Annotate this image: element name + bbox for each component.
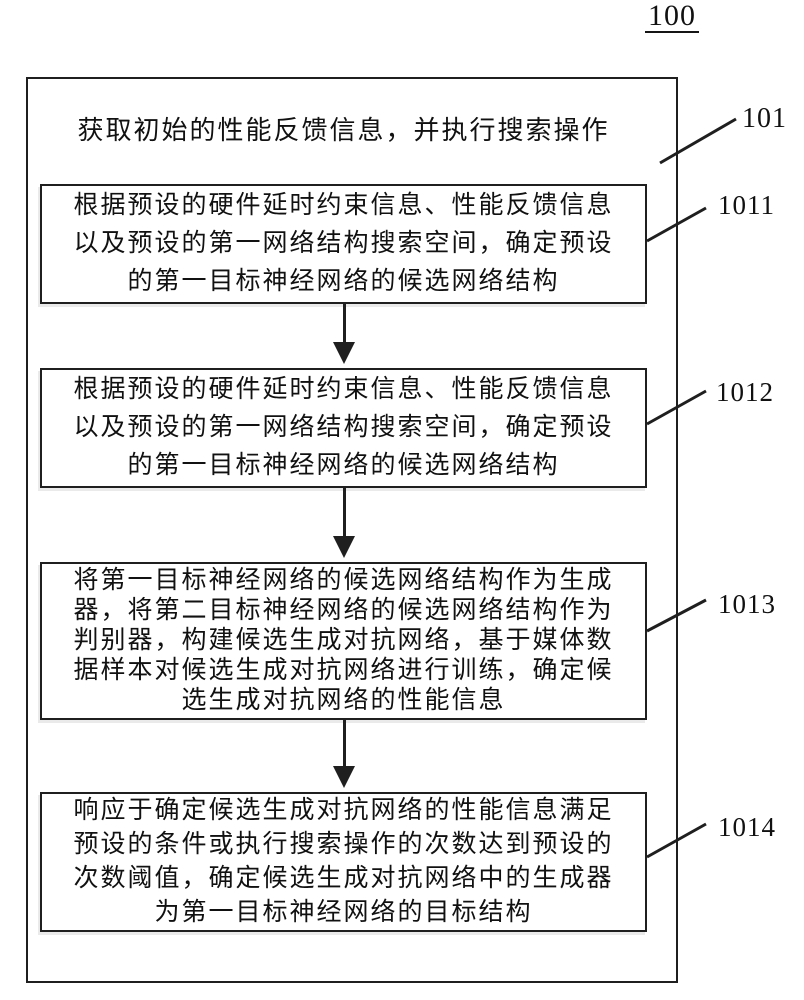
arrow-head-icon xyxy=(333,536,355,558)
ref-label-1013: 1013 xyxy=(718,589,776,619)
arrow-head-icon xyxy=(333,766,355,788)
step-text-line: 器，将第二目标神经网络的候选网络结构作为 xyxy=(73,597,614,624)
flow-arrow-down-1 xyxy=(333,304,355,364)
flow-arrow-down-2 xyxy=(333,488,355,558)
step-text-line: 以及预设的第一网络结构搜索空间，确定预设 xyxy=(73,414,614,441)
step-text-line: 根据预设的硬件延时约束信息、性能反馈信息 xyxy=(73,376,614,403)
step-text-line: 据样本对候选生成对抗网络进行训练，确定候 xyxy=(73,657,614,684)
step-text-line: 根据预设的硬件延时约束信息、性能反馈信息 xyxy=(73,192,614,219)
step-box-1012: 根据预设的硬件延时约束信息、性能反馈信息 以及预设的第一网络结构搜索空间，确定预… xyxy=(40,368,647,488)
step-box-1011: 根据预设的硬件延时约束信息、性能反馈信息 以及预设的第一网络结构搜索空间，确定预… xyxy=(40,184,647,304)
arrow-stem xyxy=(342,488,346,536)
ref-label-1012: 1012 xyxy=(716,377,774,407)
step-text-line: 为第一目标神经网络的目标结构 xyxy=(154,899,533,926)
ref-label-1011: 1011 xyxy=(718,190,775,220)
step-text-line: 响应于确定候选生成对抗网络的性能信息满足 xyxy=(73,797,614,824)
step-box-1013: 将第一目标神经网络的候选网络结构作为生成 器，将第二目标神经网络的候选网络结构作… xyxy=(40,562,647,720)
arrow-head-icon xyxy=(333,342,355,364)
arrow-stem xyxy=(342,304,346,342)
step-box-1014: 响应于确定候选生成对抗网络的性能信息满足 预设的条件或执行搜索操作的次数达到预设… xyxy=(40,792,647,932)
arrow-stem xyxy=(342,720,346,766)
step-text-line: 将第一目标神经网络的候选网络结构作为生成 xyxy=(73,567,614,594)
step-text-line: 的第一目标神经网络的候选网络结构 xyxy=(127,268,560,295)
step-text-line: 次数阈值，确定候选生成对抗网络中的生成器 xyxy=(73,865,614,892)
flow-arrow-down-3 xyxy=(333,720,355,788)
step-text-line: 的第一目标神经网络的候选网络结构 xyxy=(127,452,560,479)
step-text-line: 选生成对抗网络的性能信息 xyxy=(181,687,506,714)
flow-title: 获取初始的性能反馈信息，并执行搜索操作 xyxy=(77,116,610,145)
ref-label-101: 101 xyxy=(742,103,787,134)
ref-label-1014: 1014 xyxy=(718,812,776,842)
step-text-line: 预设的条件或执行搜索操作的次数达到预设的 xyxy=(73,831,614,858)
step-text-line: 以及预设的第一网络结构搜索空间，确定预设 xyxy=(73,230,614,257)
step-text-line: 判别器，构建候选生成对抗网络，基于媒体数 xyxy=(73,627,614,654)
figure-number: 100 xyxy=(645,1,699,33)
